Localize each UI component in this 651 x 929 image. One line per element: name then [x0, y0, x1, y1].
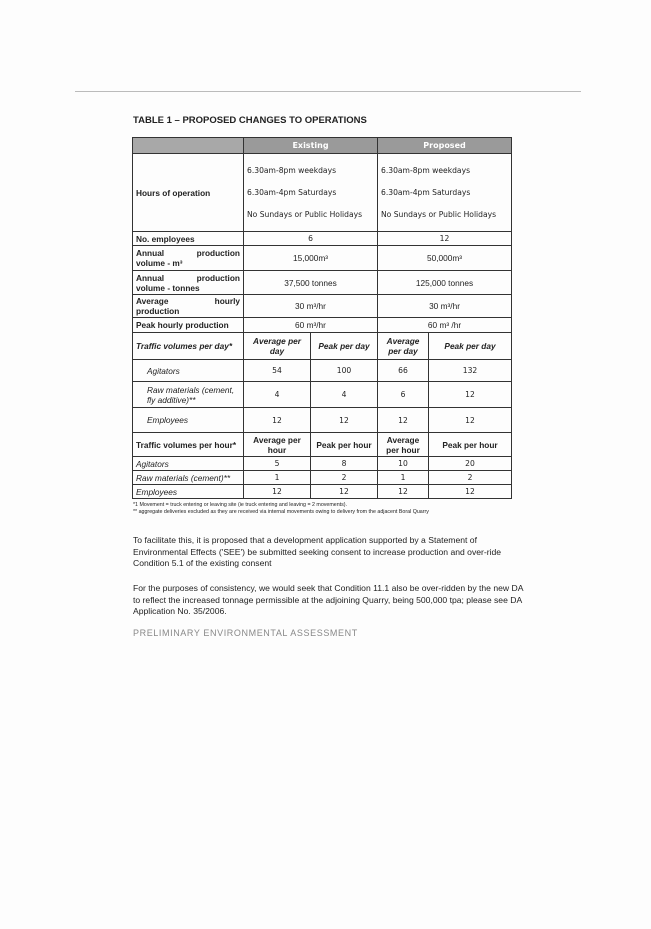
hours-line: No Sundays or Public Holidays — [247, 209, 363, 219]
cell: 66 — [377, 359, 429, 382]
table-row: Raw materials (cement, fly additive)** 4… — [132, 381, 513, 408]
hours-line: 6.30am-8pm weekdays — [247, 165, 337, 175]
cell: 30 m³/hr — [376, 294, 513, 318]
cell: 4 — [243, 381, 311, 408]
cell: 12 — [377, 484, 429, 499]
cell: 12 — [377, 407, 429, 433]
cell: 60 m³ /hr — [376, 317, 513, 333]
col-header: Average per hour — [243, 432, 311, 457]
paragraph: To facilitate this, it is proposed that … — [133, 535, 502, 569]
table-row: Annual production volume - tonnes 37,500… — [132, 270, 513, 295]
cell: 12 — [310, 407, 378, 433]
col-header: Average per day — [377, 332, 429, 360]
header-rule — [75, 91, 581, 92]
paragraph: For the purposes of consistency, we woul… — [133, 583, 523, 617]
row-label: Agitators — [132, 456, 244, 471]
cell: 6 — [243, 231, 378, 246]
cell: 5 — [243, 456, 311, 471]
cell: 50,000m³ — [376, 245, 513, 271]
row-label: Employees — [132, 407, 244, 433]
cell: 1 — [377, 470, 429, 485]
header-existing: Existing — [243, 137, 378, 154]
table-row: Agitators 54 100 66 132 — [132, 359, 513, 382]
cell: 30 m³/hr — [243, 294, 378, 318]
cell: 2 — [310, 470, 378, 485]
row-label: Annual production volume - tonnes — [132, 270, 244, 295]
cell: 37,500 tonnes — [243, 270, 378, 295]
cell: 15,000m³ — [243, 245, 378, 271]
col-header: Average per hour — [377, 432, 429, 457]
table-header-row: Existing Proposed — [132, 137, 513, 154]
row-label: Annual production volume - m³ — [132, 245, 244, 271]
cell: 12 — [243, 407, 311, 433]
cell: 1 — [243, 470, 311, 485]
cell: 54 — [243, 359, 311, 382]
hours-line: 6.30am-8pm weekdays — [381, 165, 471, 175]
cell: 100 — [310, 359, 378, 382]
operations-table: Existing Proposed Hours of operation 6.3… — [132, 137, 513, 499]
table-row: Average hourly production 30 m³/hr 30 m³… — [132, 294, 513, 318]
cell: 2 — [427, 470, 513, 485]
traffic-day-header-row: Traffic volumes per day* Average per day… — [132, 332, 513, 360]
table-row: Peak hourly production 60 m³/hr 60 m³ /h… — [132, 317, 513, 333]
cell: 12 — [427, 484, 513, 499]
cell: 12 — [243, 484, 311, 499]
cell: 6 — [377, 381, 429, 408]
hours-line: No Sundays or Public Holidays — [381, 209, 497, 219]
table-title: TABLE 1 – PROPOSED CHANGES TO OPERATIONS — [133, 115, 367, 126]
hours-line: 6.30am-4pm Saturdays — [381, 187, 471, 197]
header-proposed: Proposed — [376, 137, 513, 154]
cell: 12 — [427, 381, 513, 408]
section-heading: PRELIMINARY ENVIRONMENTAL ASSESSMENT — [133, 628, 358, 638]
table-row: Raw materials (cement)** 1 2 1 2 — [132, 470, 513, 485]
col-header: Peak per hour — [427, 432, 513, 457]
row-label: Average hourly production — [132, 294, 244, 318]
row-label: Agitators — [132, 359, 244, 382]
cell: 12 — [310, 484, 378, 499]
cell: 12 — [427, 407, 513, 433]
header-blank — [132, 137, 244, 154]
row-label: Traffic volumes per hour* — [132, 432, 244, 457]
footnote: ** aggregate deliveries excluded as they… — [133, 509, 429, 515]
traffic-hour-header-row: Traffic volumes per hour* Average per ho… — [132, 432, 513, 457]
row-label: No. employees — [132, 231, 244, 246]
table-row: Employees 12 12 12 12 — [132, 407, 513, 433]
row-label: Raw materials (cement)** — [132, 470, 244, 485]
col-header: Peak per day — [310, 332, 378, 360]
row-label: Raw materials (cement, fly additive)** — [132, 381, 244, 408]
table-row: Employees 12 12 12 12 — [132, 484, 513, 499]
table-row: No. employees 6 12 — [132, 231, 513, 246]
cell: 12 — [376, 231, 513, 246]
cell: 10 — [377, 456, 429, 471]
col-header: Average per day — [243, 332, 311, 360]
cell: 132 — [427, 359, 513, 382]
cell: 125,000 tonnes — [376, 270, 513, 295]
cell: 20 — [427, 456, 513, 471]
cell: 4 — [310, 381, 378, 408]
row-label: Traffic volumes per day* — [132, 332, 244, 360]
row-label: Employees — [132, 484, 244, 499]
footnotes: *1 Movement = truck entering or leaving … — [133, 502, 429, 516]
row-label: Peak hourly production — [132, 317, 244, 333]
table-row: Annual production volume - m³ 15,000m³ 5… — [132, 245, 513, 271]
cell: 60 m³/hr — [243, 317, 378, 333]
row-label: Hours of operation — [132, 153, 244, 232]
table-row: Agitators 5 8 10 20 — [132, 456, 513, 471]
cell: 8 — [310, 456, 378, 471]
footnote: *1 Movement = truck entering or leaving … — [133, 502, 348, 508]
hours-line: 6.30am-4pm Saturdays — [247, 187, 337, 197]
col-header: Peak per hour — [310, 432, 378, 457]
col-header: Peak per day — [427, 332, 513, 360]
